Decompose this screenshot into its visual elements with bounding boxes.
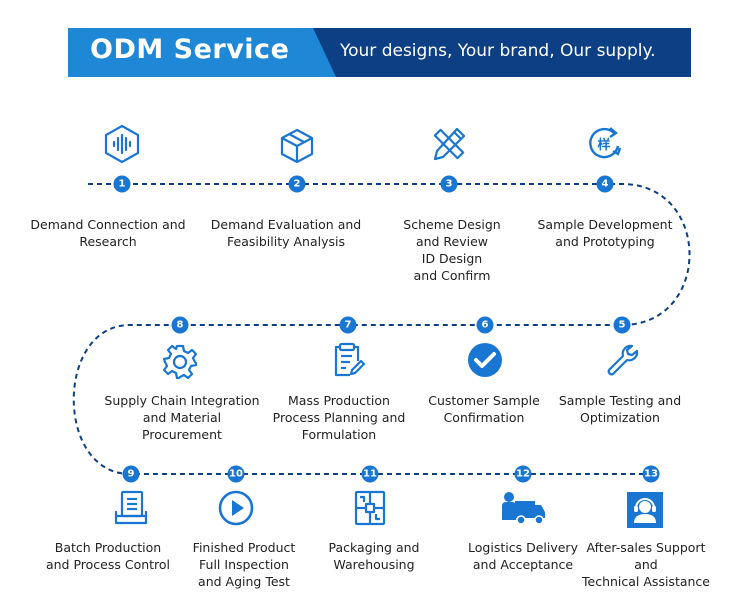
step-number-badge: 3 bbox=[440, 175, 458, 193]
step-label-line: Sample Development bbox=[537, 217, 673, 232]
step-label-line: and Acceptance bbox=[472, 557, 574, 572]
step-label-line: ID Design bbox=[421, 251, 483, 266]
step-label: Logistics Delivery and Acceptance bbox=[468, 539, 578, 573]
step-number-badge: 11 bbox=[361, 465, 379, 483]
step-number-badge: 10 bbox=[227, 465, 245, 483]
step-label-line: Optimization bbox=[580, 410, 660, 425]
step-label: Batch Production and Process Control bbox=[46, 539, 170, 573]
package-box-icon bbox=[353, 489, 387, 531]
step-label-line: Formulation bbox=[301, 427, 377, 442]
ruler-pencil-icon bbox=[429, 124, 469, 168]
step-label-line: Sample Testing and bbox=[558, 393, 682, 408]
customer-support-icon bbox=[625, 490, 665, 534]
dashed-connector bbox=[72, 183, 691, 475]
step-label-line: and Material bbox=[142, 410, 222, 425]
step-number-badge: 13 bbox=[642, 465, 660, 483]
step-number-badge: 7 bbox=[339, 316, 357, 334]
banner-left-panel bbox=[68, 28, 358, 77]
step-label-line: After-sales Support bbox=[586, 540, 706, 555]
step-label-line: Customer Sample bbox=[428, 393, 540, 408]
step-label-line: and Confirm bbox=[413, 268, 491, 283]
step-label-line: Process Planning and bbox=[272, 410, 406, 425]
step-label: Scheme Design and Review ID Design and Conf… bbox=[403, 216, 500, 284]
play-circle-icon bbox=[216, 488, 256, 532]
step-number-badge: 1 bbox=[113, 175, 131, 193]
step-label-line: Scheme Design bbox=[403, 217, 501, 232]
step-number-badge: 8 bbox=[171, 316, 189, 334]
gear-icon bbox=[161, 343, 199, 385]
sound-wave-hexagon-icon bbox=[103, 124, 141, 168]
check-circle-icon bbox=[465, 340, 505, 384]
step-label-line: and bbox=[634, 557, 658, 572]
step-label-line: Batch Production bbox=[54, 540, 162, 555]
sample-refresh-icon: 样 bbox=[585, 124, 625, 168]
step-label-line: and Prototyping bbox=[555, 234, 655, 249]
step-label-line: Confirmation bbox=[443, 410, 525, 425]
step-label-line: Demand Connection and bbox=[30, 217, 186, 232]
step-label-line: Procurement bbox=[142, 427, 222, 442]
step-number-badge: 6 bbox=[476, 316, 494, 334]
svg-text:样: 样 bbox=[597, 137, 610, 153]
step-label-line: Feasibility Analysis bbox=[227, 234, 345, 249]
step-label-line: Logistics Delivery bbox=[468, 540, 578, 555]
delivery-truck-icon bbox=[499, 488, 547, 532]
banner-right-panel bbox=[313, 28, 691, 77]
wrench-icon bbox=[604, 342, 640, 382]
header-banner: ODM Service Your designs, Your brand, Ou… bbox=[68, 28, 691, 77]
step-label-line: Demand Evaluation and bbox=[210, 217, 362, 232]
step-label-line: Research bbox=[79, 234, 137, 249]
step-label-line: and Aging Test bbox=[198, 574, 290, 589]
banner-title: ODM Service bbox=[90, 34, 290, 65]
step-label-line: and Review bbox=[415, 234, 489, 249]
clipboard-edit-icon bbox=[330, 341, 366, 383]
step-label-line: Packaging and bbox=[328, 540, 420, 555]
step-label-line: Full Inspection bbox=[199, 557, 289, 572]
step-label-line: Supply Chain Integration bbox=[104, 393, 260, 408]
step-number-badge: 12 bbox=[514, 465, 532, 483]
step-label-line: Warehousing bbox=[333, 557, 415, 572]
step-number-badge: 2 bbox=[288, 175, 306, 193]
document-tray-icon bbox=[113, 489, 149, 531]
step-label-line: Technical Assistance bbox=[582, 574, 710, 589]
banner-tagline: Your designs, Your brand, Our supply. bbox=[340, 41, 656, 61]
step-label-line: Finished Product bbox=[192, 540, 296, 555]
cube-icon bbox=[279, 127, 315, 169]
step-label: Sample Development and Prototyping bbox=[538, 216, 673, 250]
step-label-line: and Process Control bbox=[45, 557, 171, 572]
step-label-line: Mass Production bbox=[288, 393, 390, 408]
step-number-badge: 9 bbox=[122, 465, 140, 483]
step-number-badge: 5 bbox=[613, 316, 631, 334]
step-number-badge: 4 bbox=[596, 175, 614, 193]
